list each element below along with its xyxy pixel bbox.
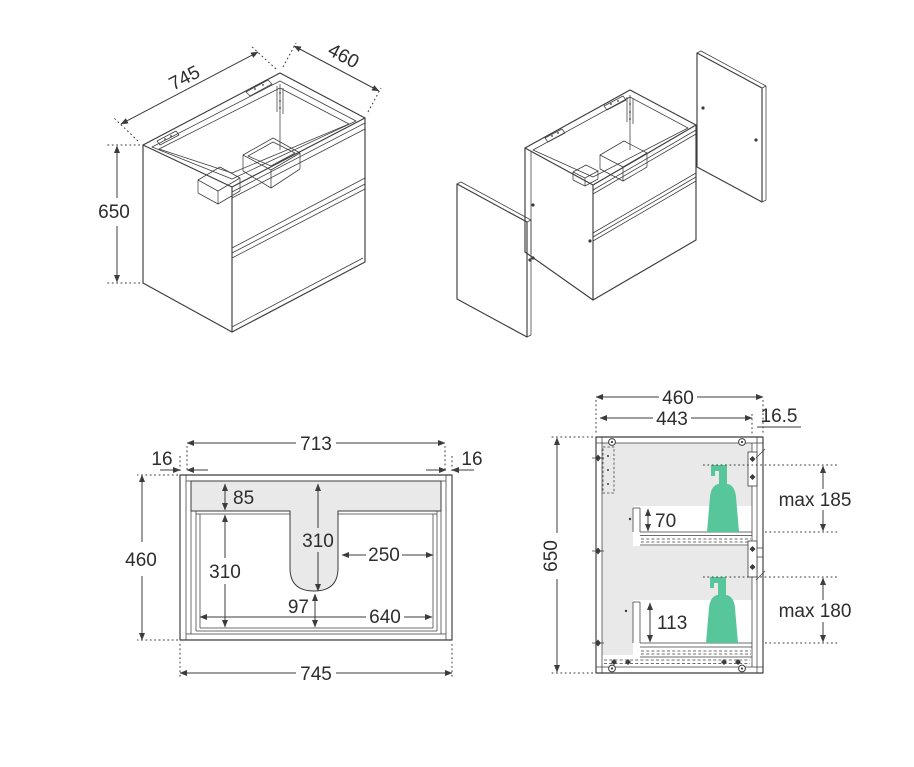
- plan-view: 713 16 16 460 85 310 250 310 97: [125, 434, 482, 685]
- plan-wall-left-label: 16: [151, 449, 172, 470]
- screw-icon: [701, 106, 705, 110]
- soap-dispenser-icon: [707, 465, 739, 532]
- section-overall-depth-label: 460: [662, 388, 694, 409]
- side-panel-left: [456, 181, 532, 338]
- plan-front-offset-label: 97: [288, 597, 309, 618]
- plan-overall-width-label: 745: [300, 664, 332, 685]
- sink-support-box: [197, 166, 241, 205]
- basin-area: [190, 480, 442, 592]
- iso-depth-label: 460: [324, 40, 362, 73]
- plan-basin-depth-label: 310: [302, 531, 334, 552]
- iso-height-label: 650: [98, 202, 130, 223]
- screw-icon: [531, 203, 535, 207]
- section-front-panel-label: 16.5: [761, 406, 798, 427]
- screw-icon: [592, 454, 604, 647]
- bottom-drawer: 113: [632, 601, 752, 658]
- soap-dispenser-icon: [706, 577, 738, 643]
- plan-depth-label: 460: [125, 550, 157, 571]
- sink-support-box: [242, 137, 301, 189]
- exploded-view: [456, 50, 767, 338]
- plan-drawer-depth-label: 310: [209, 562, 241, 583]
- screw-icon: [754, 138, 758, 142]
- wall-bracket-icon: [602, 446, 615, 494]
- section-top-max-label: max 185: [779, 490, 852, 511]
- section-bottom-max-label: max 180: [779, 601, 852, 622]
- section-top-drawer-label: 70: [655, 511, 676, 532]
- plan-back-band-label: 85: [233, 488, 254, 509]
- sink-support-box: [599, 140, 648, 182]
- screw-icon: [528, 258, 532, 262]
- screw-icon: [588, 239, 592, 243]
- iso-width-label: 745: [166, 62, 204, 95]
- side-panel-right: [696, 50, 767, 203]
- plan-right-clearance-label: 250: [368, 545, 400, 566]
- section-height-label: 650: [541, 540, 562, 572]
- screw-icon: [608, 438, 746, 673]
- isometric-view: 745 460 650: [98, 40, 382, 333]
- section-carcass-depth-label: 443: [656, 409, 688, 430]
- screw-icon: [531, 256, 535, 260]
- plan-wall-right-label: 16: [461, 449, 482, 470]
- section-view: 70 113: [541, 388, 852, 674]
- plan-inner-width-top-label: 713: [300, 434, 332, 455]
- wall-bracket-icon: [544, 95, 634, 150]
- sink-support-box: [572, 164, 599, 187]
- section-bottom-drawer-label: 113: [657, 613, 687, 634]
- plan-inner-width-bottom-label: 640: [369, 607, 401, 628]
